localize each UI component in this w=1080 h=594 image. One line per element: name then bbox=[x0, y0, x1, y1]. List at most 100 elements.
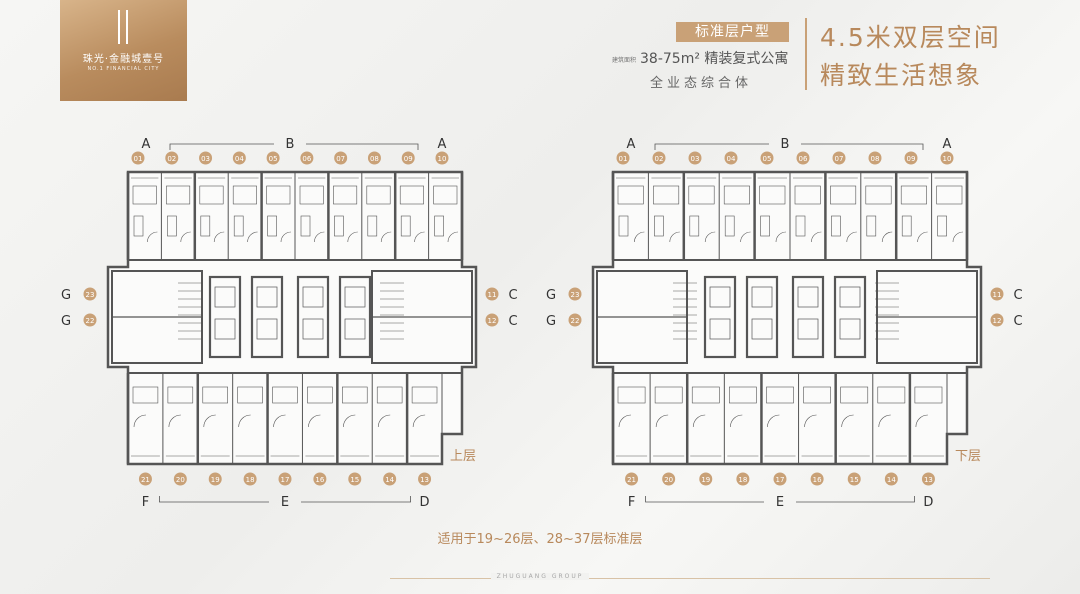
svg-text:01: 01 bbox=[619, 155, 628, 163]
svg-text:19: 19 bbox=[701, 476, 710, 484]
bottom-unit-badge: 17 bbox=[773, 472, 787, 486]
applicable-floors-caption: 适用于19~26层、28~37层标准层 bbox=[437, 532, 643, 547]
top-unit-badge: 10 bbox=[435, 151, 449, 165]
svg-text:09: 09 bbox=[404, 155, 413, 163]
svg-text:G: G bbox=[61, 314, 71, 329]
area-prefix: 建筑面积 bbox=[612, 56, 637, 64]
footer-brand-text: ZHUGUANG GROUP bbox=[490, 573, 590, 580]
brand-logo: 珠光·金融城壹号 NO.1 FINANCIAL CITY bbox=[60, 0, 187, 101]
slogan-line-1: 4.5米双层空间 bbox=[820, 23, 1001, 52]
bottom-unit-badge: 13 bbox=[418, 472, 432, 486]
svg-text:C: C bbox=[1013, 288, 1022, 303]
central-core bbox=[111, 270, 473, 364]
top-unit-badge: 03 bbox=[199, 151, 213, 165]
bottom-unit-badge: 14 bbox=[884, 472, 898, 486]
top-column-letter: A bbox=[142, 137, 151, 152]
svg-text:21: 21 bbox=[141, 476, 150, 484]
svg-text:01: 01 bbox=[134, 155, 143, 163]
bottom-unit-badge: 15 bbox=[348, 472, 362, 486]
top-unit-badge: 08 bbox=[367, 151, 381, 165]
svg-text:18: 18 bbox=[738, 476, 747, 484]
level-name-tag: 上层 bbox=[450, 449, 476, 464]
svg-text:08: 08 bbox=[370, 155, 379, 163]
bottom-unit-badge: 16 bbox=[810, 472, 824, 486]
right-row-label: 12 C bbox=[990, 313, 1023, 329]
svg-text:04: 04 bbox=[235, 155, 244, 163]
top-unit-badge: 01 bbox=[131, 151, 145, 165]
top-unit-badge: 09 bbox=[904, 151, 918, 165]
area-text: 38-75m² 精装复式公寓 bbox=[640, 51, 789, 67]
upper-unit-row bbox=[126, 172, 464, 261]
svg-text:03: 03 bbox=[691, 155, 700, 163]
footer-brand: ZHUGUANG GROUP bbox=[0, 573, 1080, 580]
top-unit-badge: 02 bbox=[165, 151, 179, 165]
svg-text:16: 16 bbox=[315, 476, 324, 484]
top-unit-badge: 01 bbox=[616, 151, 630, 165]
svg-text:16: 16 bbox=[813, 476, 822, 484]
bottom-column-letter: F bbox=[142, 495, 149, 510]
top-bracket bbox=[169, 143, 419, 150]
svg-text:04: 04 bbox=[727, 155, 736, 163]
top-unit-badge: 05 bbox=[760, 151, 774, 165]
top-unit-badge: 03 bbox=[688, 151, 702, 165]
svg-text:17: 17 bbox=[281, 476, 290, 484]
svg-text:G: G bbox=[546, 314, 556, 329]
bottom-unit-badge: 19 bbox=[699, 472, 713, 486]
svg-text:11: 11 bbox=[488, 291, 497, 299]
slogan-line-2: 精致生活想象 bbox=[820, 61, 983, 90]
bottom-unit-badge: 16 bbox=[313, 472, 327, 486]
svg-text:C: C bbox=[1013, 314, 1022, 329]
top-unit-badge: 10 bbox=[940, 151, 954, 165]
logo-cn-text: 珠光·金融城壹号 bbox=[82, 54, 165, 65]
top-column-letter: B bbox=[781, 137, 790, 152]
svg-text:14: 14 bbox=[887, 476, 896, 484]
svg-text:07: 07 bbox=[336, 155, 345, 163]
svg-text:G: G bbox=[61, 288, 71, 303]
svg-text:23: 23 bbox=[86, 291, 95, 299]
bottom-unit-badge: 19 bbox=[208, 472, 222, 486]
bottom-column-letter: D bbox=[420, 495, 430, 510]
svg-text:12: 12 bbox=[993, 317, 1002, 325]
top-unit-badge: 04 bbox=[232, 151, 246, 165]
svg-text:10: 10 bbox=[943, 155, 952, 163]
bottom-column-letter: E bbox=[776, 495, 784, 510]
svg-text:06: 06 bbox=[799, 155, 808, 163]
top-unit-badge: 06 bbox=[796, 151, 810, 165]
central-core bbox=[596, 270, 978, 364]
svg-text:08: 08 bbox=[871, 155, 880, 163]
svg-text:05: 05 bbox=[763, 155, 772, 163]
top-bracket bbox=[654, 143, 924, 150]
bottom-unit-badge: 21 bbox=[138, 472, 152, 486]
svg-text:20: 20 bbox=[176, 476, 185, 484]
bottom-unit-badge: 13 bbox=[921, 472, 935, 486]
bottom-column-letter: F bbox=[628, 495, 635, 510]
svg-text:03: 03 bbox=[201, 155, 210, 163]
lower-unit-row bbox=[611, 372, 967, 464]
svg-text:22: 22 bbox=[571, 317, 580, 325]
bottom-unit-badge: 21 bbox=[625, 472, 639, 486]
svg-text:21: 21 bbox=[627, 476, 636, 484]
top-unit-badge: 09 bbox=[401, 151, 415, 165]
svg-text:06: 06 bbox=[302, 155, 311, 163]
bottom-unit-badge: 17 bbox=[278, 472, 292, 486]
top-column-letter: A bbox=[943, 137, 952, 152]
svg-text:02: 02 bbox=[655, 155, 664, 163]
svg-text:15: 15 bbox=[350, 476, 359, 484]
bottom-bracket bbox=[159, 496, 411, 503]
bottom-unit-badge: 18 bbox=[736, 472, 750, 486]
svg-text:13: 13 bbox=[420, 476, 429, 484]
header-divider bbox=[805, 18, 807, 90]
svg-text:10: 10 bbox=[438, 155, 447, 163]
logo-mark-icon bbox=[118, 10, 128, 44]
svg-text:17: 17 bbox=[776, 476, 785, 484]
svg-text:13: 13 bbox=[924, 476, 933, 484]
svg-text:09: 09 bbox=[907, 155, 916, 163]
top-unit-badge: 06 bbox=[300, 151, 314, 165]
top-unit-badge: 07 bbox=[832, 151, 846, 165]
level-name-tag: 下层 bbox=[955, 449, 981, 464]
